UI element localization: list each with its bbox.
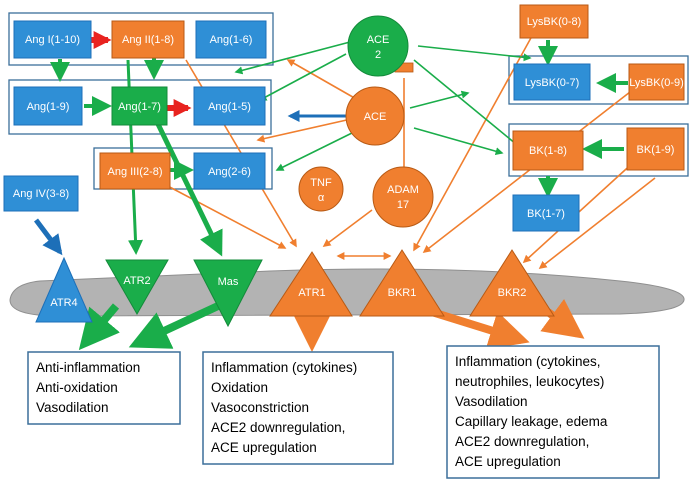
receptor-bkr2-label: BKR2: [498, 287, 527, 299]
node-lysbk-0-8-label: LysBK(0-8): [527, 16, 582, 28]
receptor-bkr2: BKR2: [469, 249, 555, 317]
arrow-ang38-to-atr4: [34, 218, 63, 256]
node-bk-1-7: BK(1-7): [512, 194, 580, 232]
frame-ang-row1: [8, 12, 274, 66]
effects-bkr-box: Inflammation (cytokines, neutrophiles, l…: [446, 345, 660, 479]
node-lysbk-0-9: LysBK(0-9): [628, 63, 685, 101]
node-bk-1-7-label: BK(1-7): [527, 208, 565, 220]
enzyme-tnf-alpha: TNF α: [298, 166, 344, 212]
arrow-mas-to-protective: [128, 302, 220, 349]
frame-bk: [508, 123, 689, 177]
node-lysbk-0-7: LysBK(0-7): [513, 63, 591, 101]
enzyme-adam17-label-2: 17: [397, 199, 409, 211]
arrow-ang17-to-mas: [155, 122, 223, 257]
node-ang-1-8: Ang II(1-8): [111, 20, 185, 59]
receptor-atr4-label: ATR4: [50, 297, 77, 309]
enzyme-ace: ACE: [345, 86, 405, 146]
node-ang-1-9-label: Ang(1-9): [27, 101, 70, 113]
node-ang-1-10-label: Ang I(1-10): [25, 34, 80, 46]
effects-atr1-box: Inflammation (cytokines) Oxidation Vasoc…: [202, 351, 394, 465]
node-ang-2-6: Ang(2-6): [193, 152, 266, 190]
effect-atr1-line-4: ACE2 downregulation,: [211, 420, 345, 435]
node-bk-1-8: BK(1-8): [512, 130, 584, 171]
receptor-mas: Mas: [193, 259, 263, 328]
node-ang-3-8-label: Ang IV(3-8): [13, 188, 69, 200]
effect-protective-line-2: Anti-oxidation: [36, 380, 118, 395]
effects-protective-box: Anti-inflammation Anti-oxidation Vasodil…: [27, 351, 181, 425]
node-lysbk-0-8: LysBK(0-8): [519, 4, 589, 39]
receptor-bkr1: BKR1: [359, 249, 445, 317]
enzyme-ace-label: ACE: [364, 111, 387, 123]
node-bk-1-9: BK(1-9): [626, 127, 685, 171]
node-ang-1-7: Ang(1-7): [111, 86, 168, 126]
node-ang-3-8: Ang IV(3-8): [3, 175, 79, 212]
green-arrows: [234, 41, 535, 171]
enzyme-tnf-label-1: TNF: [310, 177, 332, 189]
enzyme-adam17: ADAM 17: [372, 166, 434, 228]
effect-atr1-line-3: Vasoconstriction: [211, 400, 309, 415]
receptor-atr1: ATR1: [269, 251, 353, 317]
effect-atr1-line-1: Inflammation (cytokines): [211, 360, 357, 375]
node-ang-1-6-label: Ang(1-6): [210, 34, 253, 46]
effect-bkr-line-3: Vasodilation: [455, 394, 528, 409]
receptor-atr4: ATR4: [35, 256, 93, 323]
frame-ang-row3: [93, 147, 273, 190]
effect-protective-line-1: Anti-inflammation: [36, 360, 140, 375]
receptor-mas-label: Mas: [218, 276, 239, 288]
node-lysbk-0-9-label: LysBK(0-9): [629, 77, 684, 89]
enzyme-ace2-label-1: ACE: [367, 34, 390, 46]
receptor-atr2: ATR2: [105, 259, 169, 316]
receptor-atr1-label: ATR1: [298, 287, 325, 299]
frame-lysbk: [508, 55, 689, 105]
effect-atr1-line-5: ACE upregulation: [211, 440, 317, 455]
node-ang-2-6-label: Ang(2-6): [208, 166, 251, 178]
effect-bkr-line-6: ACE upregulation: [455, 454, 561, 469]
node-ang-1-10: Ang I(1-10): [13, 20, 92, 59]
node-ang-2-8: Ang III(2-8): [99, 152, 171, 190]
node-ang-1-9: Ang(1-9): [13, 86, 83, 126]
frame-ang-row2: [8, 79, 272, 135]
effect-bkr-line-4: Capillary leakage, edema: [455, 414, 608, 429]
node-ang-1-7-label: Ang(1-7): [118, 101, 161, 113]
node-bk-1-9-label: BK(1-9): [637, 144, 675, 156]
effect-atr1-line-2: Oxidation: [211, 380, 268, 395]
enzyme-ace2-label-2: 2: [375, 49, 381, 61]
arrow-bkr1-to-effects: [430, 308, 530, 350]
node-ang-2-8-label: Ang III(2-8): [107, 166, 162, 178]
effect-protective-line-3: Vasodilation: [36, 400, 109, 415]
effect-bkr-line-1: Inflammation (cytokines,: [455, 354, 601, 369]
node-lysbk-0-7-label: LysBK(0-7): [525, 77, 580, 89]
effect-bkr-line-2: neutrophiles, leukocytes): [455, 374, 604, 389]
node-bk-1-8-label: BK(1-8): [529, 145, 567, 157]
enzyme-adam17-label-1: ADAM: [387, 184, 419, 196]
enzyme-tnf-label-2: α: [318, 192, 325, 204]
receptor-bkr1-label: BKR1: [388, 287, 417, 299]
arrow-atr2-to-protective: [78, 303, 120, 351]
node-ang-1-5: Ang(1-5): [193, 86, 266, 126]
node-ang-1-5-label: Ang(1-5): [208, 101, 251, 113]
receptor-atr2-label: ATR2: [123, 275, 150, 287]
node-ang-1-6: Ang(1-6): [195, 20, 267, 59]
enzyme-ace2: ACE 2: [347, 15, 409, 77]
node-ang-1-8-label: Ang II(1-8): [122, 34, 174, 46]
effect-bkr-line-5: ACE2 downregulation,: [455, 434, 589, 449]
